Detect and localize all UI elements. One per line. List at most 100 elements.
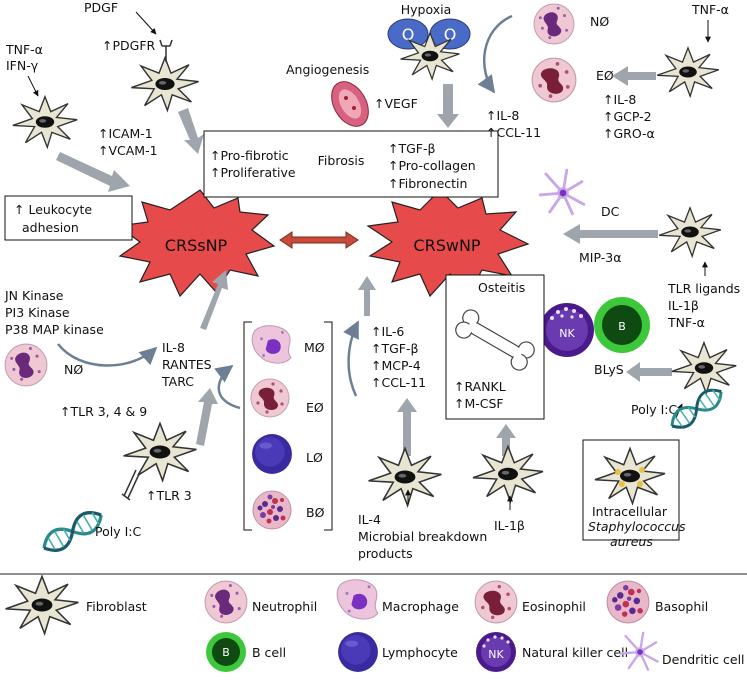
b-cell-icon [594,297,650,353]
column-lymphocyte: LØ [306,450,323,465]
gray-arrow-center-up [358,276,376,316]
oxygen-left [387,18,429,50]
fibrosis-center: Fibrosis [318,153,365,168]
kinase-1: JN Kinase [4,288,64,303]
oxygen-left-letter: O [402,25,415,44]
top-right-neutrophil-label: NØ [590,14,609,29]
top-right-tnf: TNF-α [691,2,729,17]
right-bracket [324,321,333,531]
tlr3-receptor [121,469,141,501]
legend-eosinophil: Eosinophil [522,599,586,614]
vegf-label: ↑VEGF [374,96,418,111]
gray-arrow-tlr [196,388,218,446]
legend-nk-icon [476,632,516,672]
angiogenesis-label: Angiogenesis [286,62,369,77]
basophil-column [252,490,292,530]
top-right-groa: ↑GRO-α [603,126,655,141]
legend-bcell-letter: B [222,646,230,659]
fibroblast-mip [658,207,722,257]
staph-infected-fibroblast-icon [594,447,666,505]
staph-line-2: Staphylococcus [588,519,686,534]
fibrosis-right-2: ↑Pro-collagen [388,158,476,173]
gray-arrow-blys [626,362,672,382]
staph-line-3: aureus [610,534,653,549]
fibroblast-center [367,447,443,507]
left-tarc: TARC [161,374,194,389]
kinase-3: P38 MAP kinase [5,322,104,337]
tnf-ifn-arrow [27,75,39,97]
pdgf-label: PDGF [84,0,118,15]
legend-fibroblast: Fibroblast [86,599,147,614]
top-right-gcp2: ↑GCP-2 [603,109,652,124]
fibrosis-right-1: ↑TGF-β [388,141,435,156]
center-mcp4: ↑MCP-4 [371,358,421,373]
staph-line-1: Intracellular [592,504,668,519]
fibroblast-hypoxia [399,32,461,80]
fibroblast-top-left [12,96,78,148]
tlr-ligands-2: IL-1β [668,298,699,313]
column-macrophage: MØ [304,340,325,355]
legend-macrophage: Macrophage [382,599,459,614]
gray-arrow-cytokines-up [397,398,417,456]
legend-lymphocyte-icon [338,632,378,672]
oxygen-right-letter: O [444,25,457,44]
legend-fibroblast-icon [4,575,80,635]
hypoxia-ccl11: ↑CCL-11 [486,125,541,140]
dc-label: DC [601,204,620,219]
left-tlr349: ↑TLR 3, 4 & 9 [60,404,147,419]
gray-arrow-eos [612,66,656,86]
bone-icon [455,309,535,371]
center-il6: ↑IL-6 [371,324,404,339]
osteitis-mcsf: ↑M-CSF [454,396,504,411]
legend-macrophage-icon [336,579,379,620]
eosinophil-top-right [531,57,577,103]
center-il4: IL-4 [358,512,381,527]
column-basophil: BØ [306,505,325,520]
tnf-ifn-label-1: TNF-α [5,42,43,57]
fibroblast-blys [671,342,737,394]
fibrosis-left-2: ↑Proliferative [210,165,296,180]
pdgf-arrow [135,11,157,35]
fibrosis-right-3: ↑Fibronectin [388,176,467,191]
left-polyic: Poly I:C [95,524,141,539]
fibroblast-top-right [656,47,720,97]
column-eosinophil: EØ [306,400,324,415]
mip-label: MIP-3α [579,250,621,265]
legend-dendritic: Dendritic cell [662,652,745,667]
legend-lymphocyte: Lymphocyte [382,645,458,660]
crssnp-label: CRSsNP [165,236,228,255]
center-microbial-2: products [358,546,413,561]
neutrophil-left [4,343,48,387]
icam-label: ↑ICAM-1 [98,126,153,141]
legend-neutrophil-icon [204,580,248,624]
fibrosis-box [203,130,499,198]
b-letter: B [618,320,626,333]
legend-basophil: Basophil [655,599,708,614]
fibroblast-osteitis [472,445,544,503]
curved-arrow-left-neutrophil [57,343,158,367]
curved-arrow-center [343,320,360,397]
crswnp-label: CRSwNP [413,236,481,255]
center-ccl11: ↑CCL-11 [371,375,426,390]
legend-basophil-icon [606,580,650,624]
tlr-ligands-3: TNF-α [667,315,705,330]
kinase-2: PI3 Kinase [5,305,70,320]
legend-bcell: B cell [252,645,286,660]
leukocyte-line-2: adhesion [22,220,79,235]
hypoxia-label: Hypoxia [401,2,452,17]
gray-arrow-pdgf [178,108,204,154]
vcam-label: ↑VCAM-1 [98,143,158,158]
pdgfr-receptor [159,39,173,62]
fibrosis-left-1: ↑Pro-fibrotic [210,148,289,163]
top-right-il8: ↑IL-8 [603,92,636,107]
tlr-ligands-1: TLR ligands [667,281,740,296]
neutrophil-top-right [533,3,575,45]
lymphocyte-column [252,434,292,474]
osteitis-title: Osteitis [478,280,525,295]
gray-arrow-osteitis [496,424,516,456]
gray-arrow-mip [563,224,658,244]
macrophage-column [251,325,292,364]
top-right-eosinophil-label: EØ [596,68,614,83]
hypoxia-il8: ↑IL-8 [486,108,519,123]
